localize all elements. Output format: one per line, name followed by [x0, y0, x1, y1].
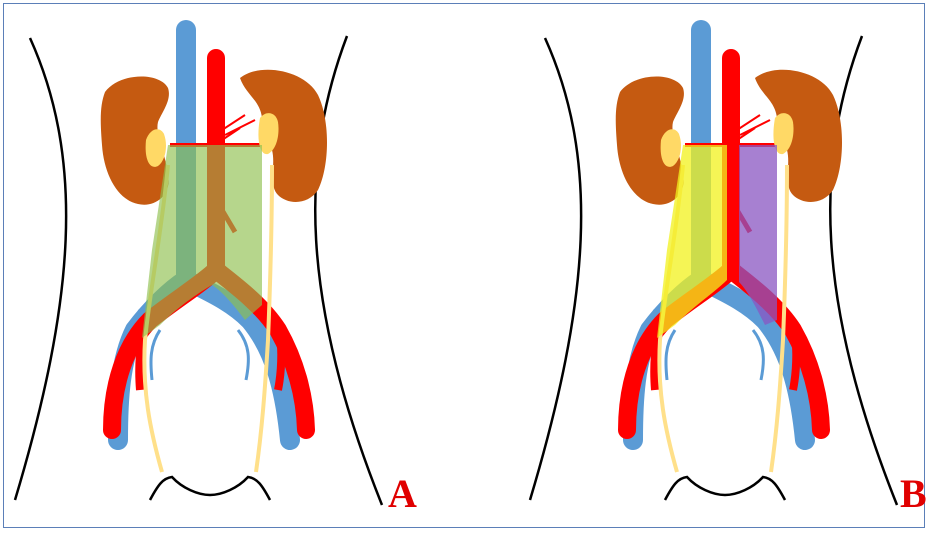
panel-b — [530, 30, 897, 505]
panel-a — [15, 30, 382, 505]
panel-label-a: A — [388, 474, 417, 514]
panel-label-b: B — [900, 474, 927, 514]
